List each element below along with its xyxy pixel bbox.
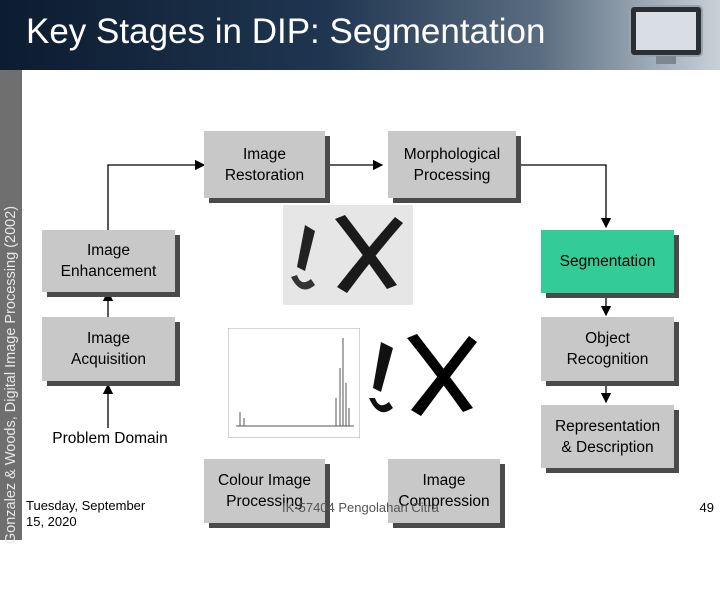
image-compression-box: Image Compression (388, 459, 500, 523)
colour-image-processing-box: Colour Image Processing (204, 459, 325, 523)
arrow-enhancement-to-restoration (107, 159, 206, 230)
object-recognition-box: Object Recognition (541, 317, 674, 381)
page-number: 49 (699, 500, 714, 515)
flow-arrows (102, 159, 612, 428)
title-bar: Key Stages in DIP: Segmentation (0, 0, 720, 70)
image-acquisition-box: Image Acquisition (42, 317, 175, 381)
monitor-icon (629, 5, 703, 64)
segmentation-box: Segmentation (541, 230, 674, 293)
course-code: IK-57404 Pengolahan Citra (282, 500, 439, 515)
problem-domain-label: Problem Domain (52, 430, 168, 447)
segmentation-output-image (365, 328, 490, 428)
histogram-image (228, 328, 360, 438)
image-enhancement-box: Image Enhancement (42, 230, 175, 292)
morphological-processing-box: Morphological Processing (388, 131, 516, 198)
slide-date: Tuesday, September 15, 2020 (26, 498, 146, 529)
image-restoration-box: Image Restoration (204, 131, 325, 198)
arrow-morphological-to-segmentation (516, 164, 612, 229)
slide-title: Key Stages in DIP: Segmentation (26, 12, 546, 51)
representation-description-box: Representation & Description (541, 405, 674, 468)
segmentation-input-image (283, 205, 413, 305)
sidebar: Gonzalez & Woods, Digital Image Processi… (0, 70, 22, 544)
